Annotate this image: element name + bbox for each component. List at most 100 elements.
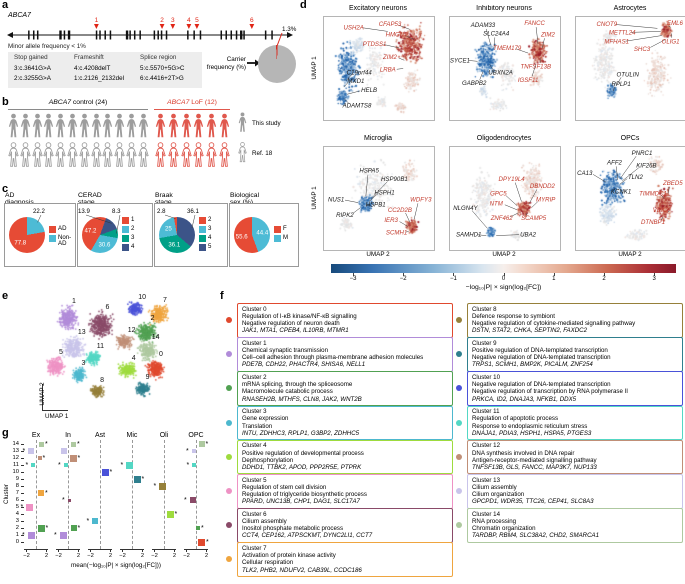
dotplot-square xyxy=(61,448,67,454)
cluster-term: Gene expression xyxy=(242,415,289,423)
panel-b-label: b xyxy=(2,96,9,108)
cluster-number: 5 xyxy=(58,349,63,356)
carrier-pie-value: 1.3% xyxy=(282,26,297,33)
control-person-icon xyxy=(8,113,19,138)
control-person-icon xyxy=(126,142,137,167)
g-y-tick-label: 8 xyxy=(15,482,19,489)
pie-legend-swatch xyxy=(122,217,129,224)
g-zero-line xyxy=(132,440,133,549)
dotplot-square xyxy=(67,498,71,502)
dotplot-square xyxy=(126,461,133,469)
cluster-number: 2 xyxy=(150,314,155,322)
cluster-term: Chemical synaptic transmission xyxy=(242,346,328,354)
umap-scatter-canvas xyxy=(450,147,560,250)
cluster-term: Regulation of triglyceride biosynthetic … xyxy=(242,490,367,498)
lof-person-icon xyxy=(206,142,217,167)
cluster-name: Cluster 6 xyxy=(242,510,267,518)
control-gene: ABCA7 xyxy=(48,99,72,106)
significance-star: * xyxy=(45,441,48,448)
cluster-term: Regulation of apoptotic process xyxy=(472,415,559,423)
legend-this-study: This study xyxy=(252,120,281,127)
g-y-tick-mark xyxy=(21,513,24,515)
control-person-icon xyxy=(56,113,66,138)
cluster-name: Cluster 8 xyxy=(472,305,497,313)
legend-ref-18: Ref. 18 xyxy=(252,150,273,157)
colorbar-tick-label: 1 xyxy=(552,276,556,282)
g-x-axis xyxy=(56,549,80,550)
pie-legend-swatch xyxy=(122,244,129,251)
g-panel-title: Oli xyxy=(159,432,169,439)
cluster-genes: TRPS1, SCMH1, BMP2K, PICALM, ZNF254 xyxy=(472,361,593,369)
cluster-dot xyxy=(226,522,232,529)
cluster-number: 11 xyxy=(96,343,105,351)
cluster-number: 4 xyxy=(131,354,136,362)
cluster-number: 10 xyxy=(138,293,147,301)
cluster-genes: TNFSF13B, GLS, FANCC, MAP3K7, NUP133 xyxy=(472,463,597,471)
control-person-icon xyxy=(31,142,43,167)
control-person-icon xyxy=(79,142,90,167)
lof-gene: ABCA7 xyxy=(167,99,190,106)
pie-slice-value: 13.9 xyxy=(78,208,90,215)
cluster-dot xyxy=(226,317,232,323)
cluster-dot xyxy=(226,556,232,563)
dotplot-square xyxy=(27,531,35,539)
umap-x-axis-label: UMAP 2 xyxy=(618,251,642,258)
umap-title: Microglia xyxy=(363,135,392,142)
lof-person-icon xyxy=(219,113,230,138)
dotplot-square xyxy=(28,448,34,454)
pie-slice-value: 36.1 xyxy=(187,208,199,215)
carrier-frequency-label2: frequency (%) xyxy=(206,64,246,71)
umap-y-axis-label: UMAP 1 xyxy=(311,56,318,80)
g-x-tick-label: 2 xyxy=(108,553,113,559)
control-person-icon xyxy=(67,113,78,138)
dotplot-square xyxy=(92,518,98,524)
significance-star: * xyxy=(205,441,209,448)
cluster-genes: GPCPD1, WDR35, TTC26, CEP41, SLC8A3 xyxy=(472,498,594,506)
cluster-term: Response to endoplasmic reticulum stress xyxy=(472,422,588,430)
umap-x-axis-label: UMAP 2 xyxy=(366,251,390,258)
g-y-tick-label: 12 xyxy=(12,454,19,461)
carrier-leader-line xyxy=(276,32,283,46)
lof-person-icon xyxy=(180,142,192,167)
g-x-axis xyxy=(24,549,48,550)
cluster-term: Cilium assembly xyxy=(472,483,517,491)
significance-star: * xyxy=(42,455,46,462)
pie-slice-value: 77.8 xyxy=(14,239,27,247)
control-group-line xyxy=(8,109,148,110)
pie-legend-label: 3 xyxy=(208,224,212,232)
pie xyxy=(9,217,45,253)
pie-legend-label: 1 xyxy=(131,215,135,223)
significance-star: * xyxy=(184,497,187,504)
g-y-tick-label: 14 xyxy=(12,440,19,447)
control-person-icon xyxy=(126,113,137,138)
cluster-term: Translation xyxy=(242,422,273,430)
significance-star: * xyxy=(22,532,25,539)
cluster-term: Activation of protein kinase activity xyxy=(242,552,336,560)
dotplot-square xyxy=(192,463,196,467)
g-y-tick-label: 4 xyxy=(15,510,19,517)
significance-star: * xyxy=(45,490,48,497)
cluster-genes: CCT4, CEP162, ATPSCKMT, DYNC2LI1, CCT7 xyxy=(242,532,373,540)
g-x-tick-mark xyxy=(142,549,143,553)
table-cell: 5:c.5570+5G>C xyxy=(140,65,185,72)
colorbar-label: −log₁₀|P| × sign(log₂[FC]) xyxy=(465,284,542,291)
cluster-number: 1 xyxy=(72,298,76,306)
cluster-umap-canvas xyxy=(28,298,210,416)
g-x-tick-label: −2 xyxy=(87,553,94,559)
cluster-name: Cluster 9 xyxy=(472,339,497,347)
arrow-right-icon xyxy=(247,59,260,67)
significance-star: * xyxy=(109,469,113,476)
significance-star: * xyxy=(54,532,57,539)
cluster-name: Cluster 0 xyxy=(242,305,267,313)
dotplot-square xyxy=(133,475,141,483)
g-panel-title: Ex xyxy=(31,432,41,439)
